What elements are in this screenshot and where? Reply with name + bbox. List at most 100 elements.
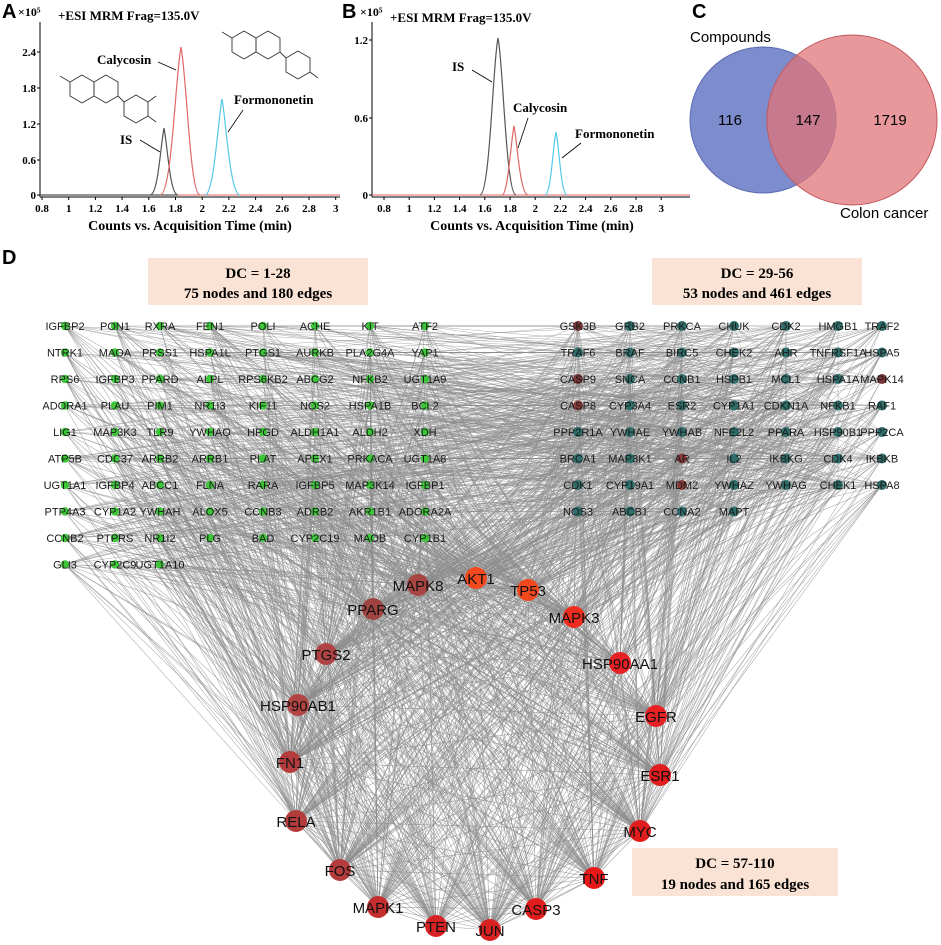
network-edge: [417, 458, 426, 586]
node-label: TNFRSF1A: [810, 348, 868, 360]
network-edge: [159, 458, 621, 664]
node-label: BRAF: [615, 348, 645, 360]
panel-a-formononetin-peak: [204, 98, 241, 196]
network-edge: [209, 378, 661, 776]
dc-box-3-title: DC = 57-110: [695, 856, 774, 872]
network-edge: [681, 431, 735, 512]
network-edge: [262, 537, 641, 832]
network-edge: [593, 458, 683, 879]
network-edge: [64, 352, 291, 763]
network-edge: [289, 431, 631, 763]
node-dot: [833, 374, 843, 384]
node-label: BIRC5: [666, 348, 698, 360]
network-edge: [262, 484, 341, 871]
network-edge: [159, 511, 661, 776]
hub-node: [425, 915, 447, 937]
network-edge: [377, 511, 631, 908]
panel-a-method: +ESI MRM Frag=135.0V: [58, 8, 200, 23]
network-edge: [289, 761, 661, 776]
y-tick-label: 1.2: [354, 35, 368, 47]
node-dot: [625, 480, 635, 490]
network-edge: [489, 511, 683, 931]
network-edge: [577, 458, 839, 512]
x-tick-label: 0.8: [35, 203, 49, 215]
node-dot: [155, 374, 165, 384]
node-label: CYP1A2: [94, 507, 136, 519]
network-edge: [159, 352, 491, 931]
panel-b-is-label: IS: [452, 59, 464, 74]
network-edge: [733, 325, 883, 459]
network-edge: [297, 405, 839, 706]
panel-b-calycosin-label: Calycosin: [513, 100, 568, 115]
network-edge: [159, 458, 437, 927]
network-edge: [114, 325, 437, 927]
network-edge: [209, 484, 735, 512]
network-edge: [535, 352, 631, 910]
network-edge: [535, 431, 787, 910]
hub-node: [287, 694, 309, 716]
network-edge: [114, 458, 787, 486]
hub-label: CASP3: [511, 902, 560, 919]
node-label: BAD: [252, 533, 275, 545]
node-dot: [60, 560, 70, 569]
network-edge: [535, 484, 579, 910]
network-edge: [577, 378, 735, 486]
node-label: ABCC1: [142, 480, 179, 492]
network-edge: [314, 325, 341, 871]
node-label: SNCA: [615, 374, 646, 386]
network-edge: [209, 378, 379, 908]
node-dot: [310, 427, 320, 437]
network-edge: [369, 458, 537, 910]
panel-b-calycosin-arrow: [517, 117, 529, 149]
hub-label: HSP90AA1: [582, 656, 658, 673]
node-label: NFE2L2: [714, 427, 754, 439]
panel-letter-a: A: [2, 1, 16, 23]
node-label: CDK2: [771, 321, 800, 333]
network-edge: [424, 458, 491, 931]
x-tick-label: 1.2: [89, 203, 103, 215]
network-edge: [837, 325, 883, 433]
network-edge: [785, 378, 839, 433]
node-label: PPARD: [141, 374, 178, 386]
node-dot: [677, 321, 687, 331]
node-label: CYP2C19: [291, 533, 340, 545]
node-label: CCNB3: [244, 507, 281, 519]
x-tick-label: 1: [66, 203, 72, 215]
network-edge: [295, 325, 787, 822]
y-tick-label: 0.6: [354, 113, 368, 125]
network-edge: [289, 761, 379, 908]
node-label: PPP2R1A: [553, 427, 603, 439]
hub-node: [465, 567, 487, 589]
node-dot: [205, 374, 215, 384]
network-edge: [535, 431, 839, 910]
network-edge: [681, 405, 839, 512]
node-dot: [729, 321, 739, 331]
panel-a-x-label: Counts vs. Acquisition Time (min): [88, 219, 292, 234]
network-edge: [114, 325, 631, 353]
node-dot: [877, 453, 887, 464]
dc-box-1-sub: 75 nodes and 180 edges: [184, 286, 333, 302]
node-dot: [573, 374, 583, 384]
node-label: IGFBP1: [405, 480, 444, 492]
network-edge: [314, 378, 575, 618]
node-dot: [833, 347, 843, 358]
network-edge: [339, 484, 883, 871]
network-edge: [339, 405, 839, 871]
network-edge: [659, 484, 883, 776]
network-edge: [289, 511, 735, 763]
node-dot: [729, 347, 739, 358]
network-edge: [489, 458, 683, 931]
network-edge: [159, 564, 341, 871]
network-edge: [837, 405, 883, 433]
network-edge: [159, 511, 537, 910]
network-edge: [593, 431, 787, 879]
network-edge: [64, 537, 291, 763]
node-dot: [781, 347, 791, 358]
node-label: YWHAE: [610, 427, 650, 439]
network-edge: [577, 378, 735, 433]
node-dot: [677, 506, 687, 517]
network-edge: [489, 458, 839, 931]
network-edge: [64, 564, 661, 776]
